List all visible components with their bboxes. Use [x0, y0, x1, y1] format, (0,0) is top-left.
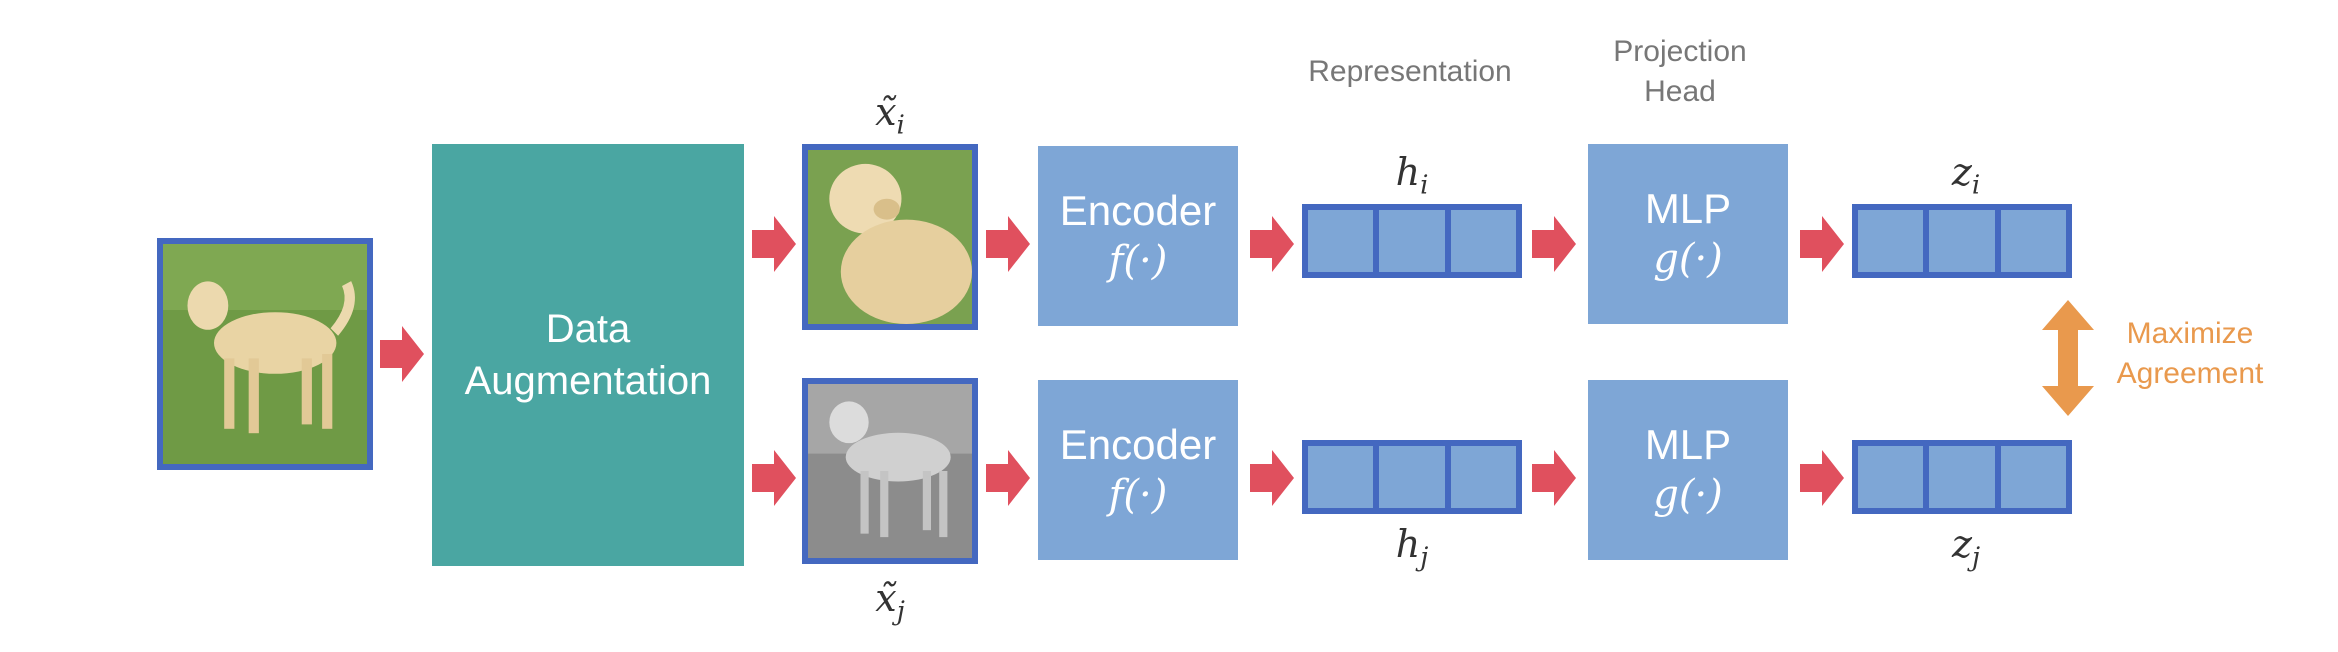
- arrow-augmentation-to-top: [752, 216, 796, 272]
- maximize-label-line1: Maximize: [2126, 317, 2254, 350]
- maximize-label-line2: Agreement: [2116, 357, 2264, 390]
- augmentation-label-line2: Augmentation: [464, 359, 712, 403]
- h-j-label: hj: [1395, 522, 1429, 573]
- arrow-to-representation-top: [1250, 216, 1294, 272]
- x-tilde-j-label: x̃j: [875, 576, 905, 627]
- arrow-to-encoder-top: [986, 216, 1030, 272]
- z-i-label: zi: [1951, 150, 1981, 201]
- projection-vector-bottom: [1852, 440, 2072, 514]
- encoder-func-top: f(·): [1108, 238, 1168, 284]
- arrow-to-mlp-bottom: [1532, 450, 1576, 506]
- arrow-to-mlp-top: [1532, 216, 1576, 272]
- vector-cell: [1451, 446, 1516, 508]
- vector-cell: [1308, 210, 1380, 272]
- mlp-label-bottom: MLP: [1644, 421, 1732, 468]
- encoder-block-top: Encoder f(·): [1038, 146, 1238, 326]
- vector-cell: [2001, 446, 2066, 508]
- arrow-augmentation-to-bottom: [752, 450, 796, 506]
- h-i-label: hi: [1395, 150, 1429, 201]
- encoder-label-bottom: Encoder: [1059, 421, 1217, 468]
- mlp-block-bottom: MLP g(·): [1588, 380, 1788, 560]
- vector-cell: [1379, 210, 1451, 272]
- mlp-block-top: MLP g(·): [1588, 144, 1788, 324]
- vector-cell: [1858, 446, 1930, 508]
- augmentation-label-line1: Data: [545, 307, 631, 351]
- vector-cell: [1929, 210, 2001, 272]
- projection-label-line2: Head: [1644, 75, 1716, 108]
- arrow-to-projection-top: [1800, 216, 1844, 272]
- data-augmentation-block: Data Augmentation: [432, 144, 744, 566]
- x-tilde-i-label: x̃i: [875, 90, 905, 141]
- vector-cell: [1451, 210, 1516, 272]
- projection-head-label: Projection Head: [1580, 32, 1780, 112]
- z-j-label: zj: [1951, 522, 1981, 573]
- representation-label: Representation: [1308, 55, 1512, 88]
- projection-label-line1: Projection: [1613, 35, 1747, 68]
- encoder-func-bottom: f(·): [1108, 472, 1168, 518]
- augmented-image-top: [802, 144, 978, 330]
- representation-vector-top: [1302, 204, 1522, 278]
- mlp-func-bottom: g(·): [1653, 472, 1723, 518]
- arrow-input-to-augmentation: [380, 326, 424, 382]
- representation-vector-bottom: [1302, 440, 1522, 514]
- vector-cell: [1858, 210, 1930, 272]
- arrow-to-representation-bottom: [1250, 450, 1294, 506]
- encoder-block-bottom: Encoder f(·): [1038, 380, 1238, 560]
- maximize-agreement-label: Maximize Agreement: [2100, 314, 2280, 394]
- mlp-label-top: MLP: [1644, 185, 1732, 232]
- vector-cell: [1929, 446, 2001, 508]
- encoder-label-top: Encoder: [1059, 187, 1217, 234]
- projection-vector-top: [1852, 204, 2072, 278]
- augmented-image-bottom: [802, 378, 978, 564]
- vector-cell: [2001, 210, 2066, 272]
- mlp-func-top: g(·): [1653, 236, 1723, 282]
- input-dog-image: [157, 238, 373, 470]
- vector-cell: [1379, 446, 1451, 508]
- arrow-to-projection-bottom: [1800, 450, 1844, 506]
- agreement-double-arrow: [2042, 300, 2094, 416]
- vector-cell: [1308, 446, 1380, 508]
- arrow-to-encoder-bottom: [986, 450, 1030, 506]
